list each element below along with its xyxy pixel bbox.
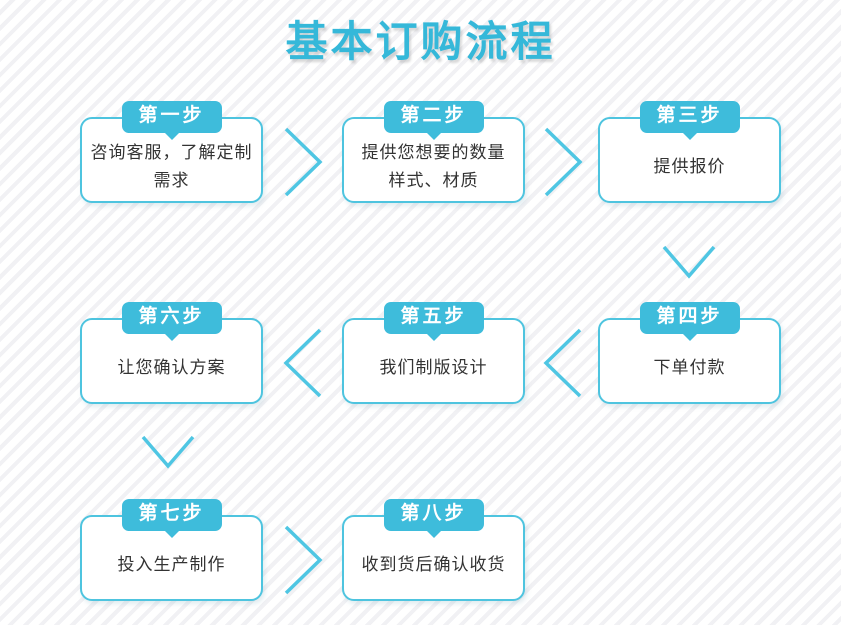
step-text-5: 我们制版设计 bbox=[379, 357, 488, 377]
step-card-3: 第三步 提供报价 bbox=[598, 101, 781, 203]
step-badge-6: 第六步 bbox=[121, 302, 222, 334]
arrow-right-icon bbox=[543, 126, 583, 203]
arrow-right-icon bbox=[283, 126, 323, 203]
arrow-down-icon bbox=[661, 243, 717, 286]
step-card-8: 第八步 收到货后确认收货 bbox=[342, 499, 525, 601]
step-text-1: 咨询客服，了解定制 需求 bbox=[90, 142, 253, 190]
step-text-4: 下单付款 bbox=[653, 357, 726, 377]
step-badge-5: 第五步 bbox=[383, 302, 484, 334]
step-text-3: 提供报价 bbox=[653, 156, 726, 176]
arrow-right-icon bbox=[283, 524, 323, 601]
step-badge-4: 第四步 bbox=[639, 302, 740, 334]
step-card-4: 第四步 下单付款 bbox=[598, 302, 781, 404]
step-text-2: 提供您想要的数量 样式、材质 bbox=[361, 142, 506, 190]
step-card-7: 第七步 投入生产制作 bbox=[80, 499, 263, 601]
step-badge-1: 第一步 bbox=[121, 101, 222, 133]
arrow-left-icon bbox=[283, 327, 323, 404]
step-card-5: 第五步 我们制版设计 bbox=[342, 302, 525, 404]
page-title: 基本订购流程 bbox=[285, 18, 556, 65]
step-badge-7: 第七步 bbox=[121, 499, 222, 531]
arrow-down-icon bbox=[140, 433, 196, 476]
step-text-7: 投入生产制作 bbox=[117, 554, 226, 574]
step-card-1: 第一步 咨询客服，了解定制 需求 bbox=[80, 101, 263, 203]
step-card-2: 第二步 提供您想要的数量 样式、材质 bbox=[342, 101, 525, 203]
step-text-6: 让您确认方案 bbox=[117, 357, 226, 377]
step-text-8: 收到货后确认收货 bbox=[361, 554, 506, 574]
step-badge-3: 第三步 bbox=[639, 101, 740, 133]
step-card-6: 第六步 让您确认方案 bbox=[80, 302, 263, 404]
arrow-left-icon bbox=[543, 327, 583, 404]
step-badge-8: 第八步 bbox=[383, 499, 484, 531]
step-badge-2: 第二步 bbox=[383, 101, 484, 133]
